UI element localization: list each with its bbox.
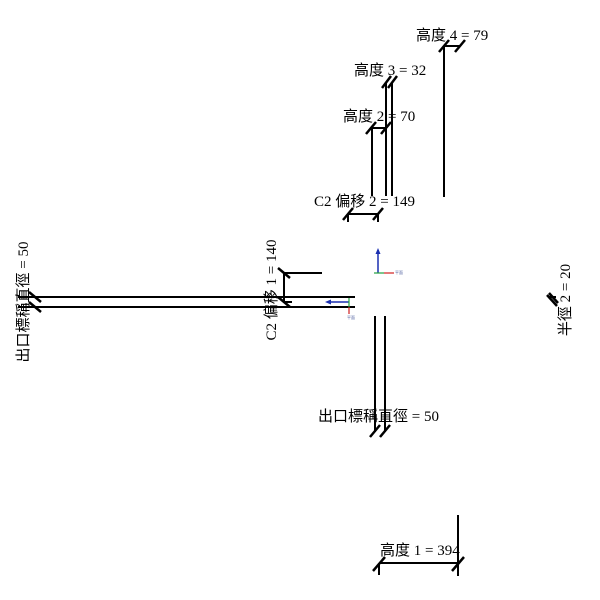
- dimension-tick: [451, 556, 465, 572]
- dimension-tick: [438, 39, 450, 53]
- dimension-height-2[interactable]: 高度 2 = 70: [343, 108, 415, 196]
- outlet-diameter-left-label: 出口標稱直徑 = 50: [15, 242, 32, 363]
- dimension-tick: [387, 75, 398, 89]
- connector-arrow-icon: 平面: [325, 298, 355, 320]
- dimension-radius-2[interactable]: 半徑 2 = 20: [546, 264, 574, 336]
- dimension-tick: [277, 296, 291, 308]
- height4-label: 高度 4 = 79: [416, 27, 488, 44]
- dimension-tick: [277, 267, 291, 279]
- dimension-c2-offset-2[interactable]: C2 偏移 2 = 149: [314, 193, 415, 222]
- dimension-tick: [381, 75, 392, 89]
- dimension-tick: [28, 291, 42, 303]
- dimension-tick: [342, 207, 354, 221]
- dimension-tick: [372, 556, 386, 572]
- c2-offset2-label: C2 偏移 2 = 149: [314, 193, 415, 210]
- height1-label: 高度 1 = 394: [380, 542, 460, 559]
- dimension-tick: [365, 121, 377, 135]
- dimension-height-3[interactable]: 高度 3 = 32: [354, 62, 426, 196]
- svg-text:平面: 平面: [395, 270, 403, 275]
- dimension-tick: [372, 207, 384, 221]
- dimension-c2-offset-1[interactable]: C2 偏移 1 = 140: [263, 240, 322, 341]
- dimension-height-1[interactable]: 高度 1 = 394: [372, 515, 465, 576]
- dimension-height-4[interactable]: 高度 4 = 79: [416, 27, 488, 197]
- dimension-tick: [380, 121, 392, 135]
- dimension-tick: [454, 39, 466, 53]
- bottom-outlet-pipe[interactable]: 出口標稱直徑 = 50: [318, 316, 439, 438]
- dimension-tick: [369, 424, 381, 438]
- dimension-tick: [28, 301, 42, 313]
- outlet-diameter-bottom-label: 出口標稱直徑 = 50: [318, 408, 439, 425]
- coordinate-axes-icon: 平面: [374, 248, 403, 275]
- radius2-label: 半徑 2 = 20: [557, 264, 574, 336]
- dimension-tick: [379, 424, 391, 438]
- c2-offset1-label: C2 偏移 1 = 140: [263, 240, 280, 341]
- svg-text:平面: 平面: [347, 315, 355, 320]
- left-outlet-pipe[interactable]: 出口標稱直徑 = 50: [15, 242, 355, 363]
- height3-label: 高度 3 = 32: [354, 62, 426, 79]
- dimension-tick: [546, 294, 558, 307]
- dimension-tick: [548, 292, 559, 304]
- height2-label: 高度 2 = 70: [343, 108, 415, 125]
